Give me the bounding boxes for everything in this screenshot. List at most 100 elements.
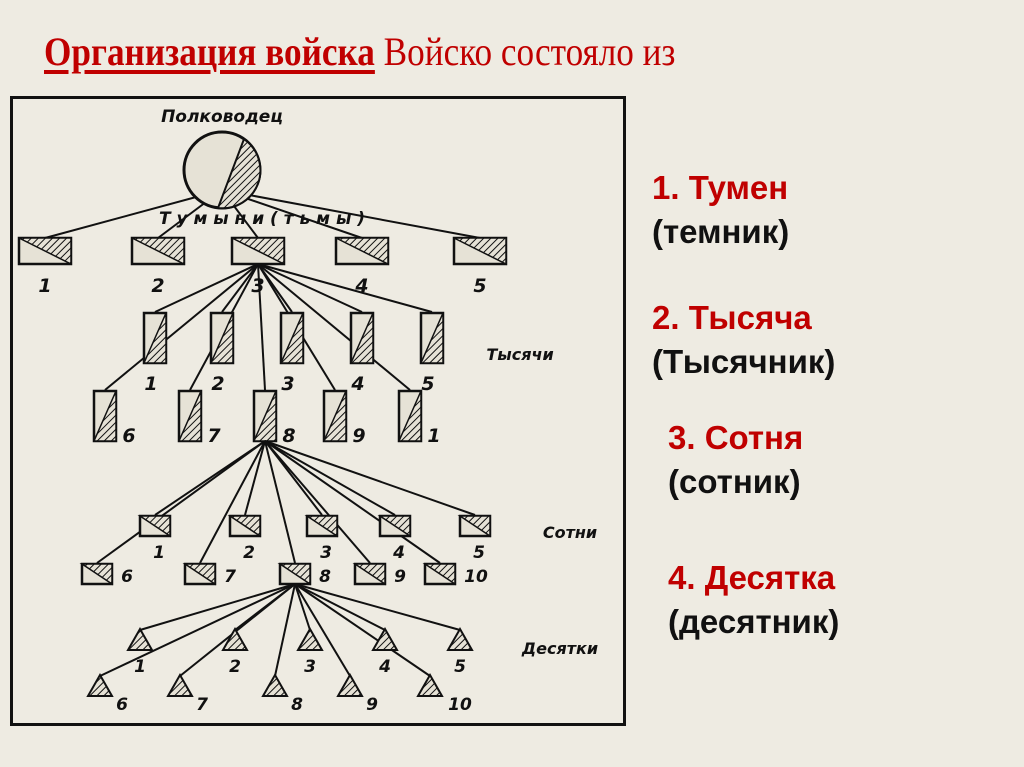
ten-number: 7	[196, 695, 208, 715]
ten-triangle	[261, 672, 289, 697]
thousand-box-hatch	[419, 312, 444, 364]
connector-line	[257, 263, 266, 391]
connector-line	[294, 583, 386, 631]
connector-line	[104, 263, 259, 391]
hundred-box-hatch	[79, 563, 113, 586]
list-sub: (темник)	[652, 213, 790, 250]
ten-triangle	[126, 626, 154, 651]
thousand-box-hatch	[177, 390, 202, 442]
hundred-box-hatch	[277, 563, 311, 586]
thousand-number: 7	[207, 425, 221, 447]
ten-number: 4	[378, 657, 391, 677]
connector-line	[257, 263, 433, 313]
tumen-number: 3	[251, 275, 264, 297]
thousands-label: Тысячи	[486, 345, 553, 364]
hundred-box-hatch	[422, 563, 456, 586]
ten-number: 1	[134, 657, 146, 677]
list-item-hundred: 3. Сотня(сотник)	[668, 416, 803, 504]
tumen-number: 1	[38, 275, 51, 297]
hundred-number: 10	[464, 567, 488, 587]
hundred-box-hatch	[137, 515, 171, 538]
hundred-box-hatch	[377, 515, 411, 538]
ten-number: 9	[366, 695, 378, 715]
hundred-box-hatch	[227, 515, 261, 538]
slide-title: Организация войска Войско состояло из	[44, 28, 675, 75]
commander-label: Полководец	[161, 107, 283, 127]
tens-label: Десятки	[521, 639, 598, 658]
thousand-number: 3	[281, 373, 294, 395]
connector-line	[44, 189, 223, 239]
hundred-number: 8	[319, 567, 331, 587]
ten-triangle	[296, 626, 324, 651]
tumen-box-hatch	[131, 237, 185, 266]
connector-line	[264, 440, 396, 516]
thousand-number: 6	[122, 425, 135, 447]
list-head: 4. Десятка	[668, 559, 836, 596]
connector-line	[294, 583, 311, 631]
hundred-number: 5	[473, 543, 485, 563]
thousand-box-hatch	[209, 312, 234, 364]
connector-line	[179, 583, 296, 677]
thousand-box-hatch	[322, 390, 347, 442]
hundred-number: 7	[224, 567, 236, 587]
tumen-box-hatch	[335, 237, 389, 266]
thousand-number: 1	[144, 373, 157, 395]
hundred-box-hatch	[457, 515, 491, 538]
connector-line	[264, 440, 441, 564]
ten-triangle	[416, 672, 444, 697]
connector-line	[294, 583, 431, 677]
list-item-tumen: 1. Тумен (темник)	[652, 166, 789, 254]
list-sub: (Тысячник)	[652, 343, 836, 380]
hundred-number: 6	[121, 567, 133, 587]
thousand-box-hatch	[279, 312, 304, 364]
thousand-number: 1	[427, 425, 440, 447]
connector-line	[139, 583, 296, 631]
thousand-box-hatch	[92, 390, 117, 442]
hundred-box-hatch	[182, 563, 216, 586]
tumen-number: 5	[473, 275, 486, 297]
ten-triangle	[336, 672, 364, 697]
commander-hatch	[216, 137, 262, 210]
hundred-box-hatch	[352, 563, 386, 586]
thousand-box-hatch	[142, 312, 167, 364]
tumen-box-hatch	[18, 237, 72, 266]
connector-line	[96, 440, 266, 564]
thousand-box-hatch	[349, 312, 374, 364]
hundred-box-hatch	[304, 515, 338, 538]
list-item-ten: 4. Десятка (десятник)	[668, 556, 839, 644]
ten-triangle	[446, 626, 474, 651]
list-head: 1. Тумен	[652, 169, 789, 206]
ten-triangle	[86, 672, 114, 697]
ten-number: 10	[448, 695, 472, 715]
tumens-label: Т у м ы н и ( т ь м ы )	[159, 209, 365, 229]
ten-number: 5	[454, 657, 466, 677]
tumen-number: 2	[151, 275, 164, 297]
connector-line	[274, 583, 296, 677]
thousand-number: 4	[350, 373, 364, 395]
connector-line	[264, 440, 296, 564]
ten-triangle	[371, 626, 399, 651]
hundred-number: 9	[394, 567, 406, 587]
connector-line	[294, 583, 351, 677]
list-sub: (десятник)	[668, 603, 840, 640]
ten-number: 3	[304, 657, 316, 677]
title-underlined: Организация войска	[44, 29, 375, 74]
list-sub: (сотник)	[668, 463, 801, 500]
diagram-frame	[10, 96, 626, 726]
connector-line	[257, 263, 411, 391]
ten-triangle	[221, 626, 249, 651]
connector-line	[264, 440, 476, 516]
connector-line	[294, 583, 461, 631]
hundreds-label: Сотни	[543, 523, 597, 542]
thousand-number: 2	[211, 373, 224, 395]
ten-number: 8	[291, 695, 303, 715]
tumen-box-hatch	[231, 237, 285, 266]
tumen-box-hatch	[453, 237, 507, 266]
list-item-thousand: 2. Тысяча(Тысячник)	[652, 296, 835, 384]
thousand-box-hatch	[397, 390, 422, 442]
hundred-number: 3	[320, 543, 332, 563]
connector-line	[99, 583, 296, 677]
connector-line	[154, 263, 259, 313]
connector-line	[221, 189, 481, 239]
